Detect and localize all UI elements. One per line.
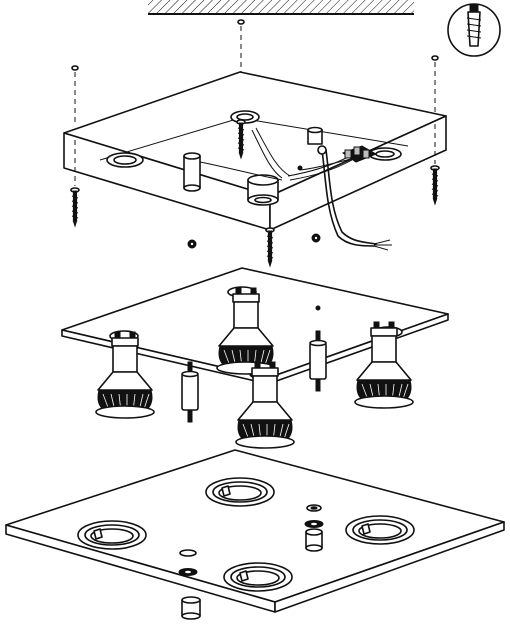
front-cover-plate xyxy=(5,449,505,613)
ceiling-hatch xyxy=(148,0,414,15)
bezel-ring-right xyxy=(345,515,415,545)
mains-cable xyxy=(317,145,392,251)
ceiling-hole-left xyxy=(71,65,79,71)
canopy-hole-1 xyxy=(106,152,144,168)
bezel-ring-front xyxy=(223,562,293,592)
washer-left xyxy=(187,239,197,249)
cover-fixing-2 xyxy=(304,520,324,528)
wall-plug-icon xyxy=(447,3,501,57)
plate-screw-hole xyxy=(315,305,321,311)
ceiling-hole-right xyxy=(431,55,439,61)
canopy-boss-right xyxy=(307,126,323,145)
spacer-left xyxy=(181,361,199,423)
canopy-boss-left xyxy=(183,152,201,192)
ceiling-hole-center xyxy=(237,19,245,25)
loose-sleeve xyxy=(181,596,201,620)
screw-front xyxy=(265,227,275,267)
canopy-boss-center xyxy=(247,174,279,206)
screw-left xyxy=(70,187,80,227)
cover-fixing-3 xyxy=(179,549,197,557)
cover-sleeve-right xyxy=(305,528,323,552)
cover-fixing-1 xyxy=(306,504,322,512)
bezel-ring-left xyxy=(77,520,147,550)
screw-right xyxy=(430,165,440,205)
canopy-hole-2 xyxy=(230,110,260,124)
cover-fixing-4 xyxy=(178,568,198,576)
bezel-ring-top xyxy=(205,477,275,507)
washer-right xyxy=(311,233,321,243)
